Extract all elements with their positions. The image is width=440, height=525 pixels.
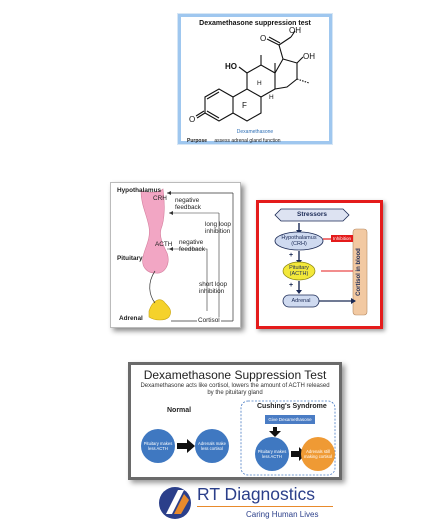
stressors-label: Stressors (297, 211, 327, 218)
stress-axis-graphic (274, 208, 368, 316)
logo-divider (197, 506, 333, 507)
cushing-dashed-box (240, 400, 336, 476)
cortisol-in-blood-label: Cortisol in blood (356, 248, 362, 296)
hypothalamus-node-label: Hypothalamus (CRH) (281, 235, 317, 247)
cushing-heading: Cushing's Syndrome (257, 403, 327, 410)
pituitary-shape (140, 188, 169, 274)
suppression-test-explainer: Dexamethasone Suppression Test Dexametha… (128, 362, 342, 480)
logo-name: RT Diagnostics (197, 484, 316, 504)
atom-o-ketone: O (260, 34, 266, 43)
plus-sign-1: + (289, 252, 294, 259)
explainer-title: Dexamethasone Suppression Test (143, 368, 327, 382)
long-loop-label: long loop inhibition (205, 221, 231, 235)
rt-logo-mark (159, 487, 191, 519)
short-loop-label: short loop inhibition (199, 281, 228, 295)
inhibition-label: Inhibition (332, 236, 351, 241)
negative-feedback-label-2: negative feedback (179, 239, 205, 253)
cushing-adrenal-circle: Adrenals still making cortisol (301, 437, 335, 471)
cortisol-bar (352, 228, 368, 316)
logo-tagline: Caring Human Lives (246, 510, 319, 519)
atom-h1: H (269, 94, 274, 101)
negative-feedback-label-1: negative feedback (175, 197, 201, 211)
stress-axis-diagram: Stressors Hypothalamus (CRH) Inhibition … (256, 200, 383, 329)
purpose-row: Purpose assess adrenal gland function (187, 138, 327, 144)
purpose-label: Purpose (187, 138, 208, 144)
atom-ho: HO (225, 62, 237, 71)
pituitary-label: Pituitary (117, 255, 143, 262)
card-title: Dexamethasone suppression test (199, 20, 311, 27)
pituitary-node (282, 261, 316, 281)
adrenal-node-label: Adrenal (291, 298, 311, 304)
acth-label: ACTH (155, 241, 173, 248)
cushing-pituitary-circle: Pituitary makes less ACTH (255, 437, 289, 471)
atom-oh-mid: OH (303, 52, 315, 61)
dexamethasone-info-card: Dexamethasone suppression test (178, 14, 332, 144)
normal-arrow (177, 439, 195, 453)
adrenal-shape (148, 299, 171, 321)
hypothalamus-node (274, 231, 324, 251)
dexamethasone-arrow (269, 427, 281, 437)
normal-heading: Normal (167, 407, 192, 414)
stressors-banner (274, 208, 350, 222)
hypothalamus-label: Hypothalamus (117, 187, 162, 194)
normal-pituitary-circle: Pituitary makes less ACTH (141, 429, 175, 463)
purpose-value: assess adrenal gland function (214, 138, 281, 144)
plus-sign-2: + (289, 282, 294, 289)
adrenal-label: Adrenal (119, 315, 143, 322)
explainer-subtitle: Dexamethasone acts like cortisol, lowers… (140, 383, 330, 396)
atom-f: F (242, 101, 247, 110)
give-dexamethasone-box: Give Dexamethasone (265, 415, 315, 424)
atom-o-bottom: O (189, 115, 195, 124)
inhibition-box (331, 235, 353, 242)
atom-h2: H (257, 80, 262, 87)
cortisol-label: Cortisol (197, 317, 221, 324)
hpa-feedback-diagram: Hypothalamus CRH negative feedback long … (110, 182, 241, 328)
rt-diagnostics-logo: RT Diagnostics Caring Human Lives (156, 484, 336, 522)
crh-label: CRH (153, 195, 167, 202)
atom-oh-top: OH (289, 26, 301, 35)
pituitary-node-label: Pituitary (ACTH) (289, 265, 309, 277)
dexamethasone-structure-diagram: OH O OH HO O F H H (189, 26, 315, 124)
molecule-name: Dexamethasone (236, 129, 274, 135)
normal-adrenal-circle: Adrenals make less cortisol (195, 429, 229, 463)
